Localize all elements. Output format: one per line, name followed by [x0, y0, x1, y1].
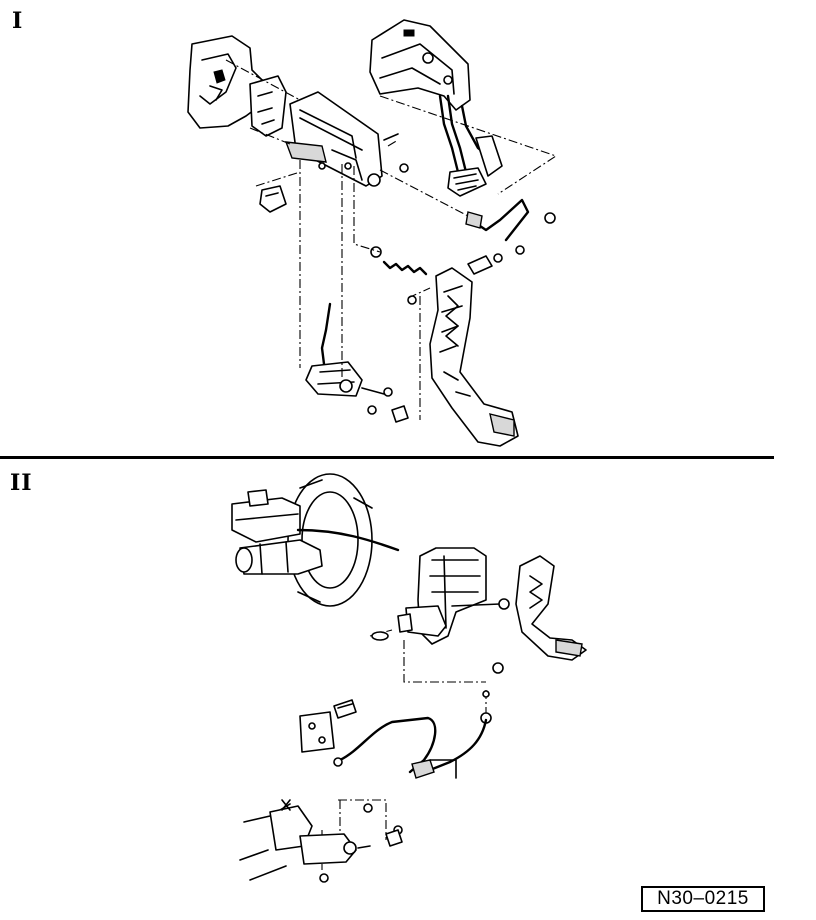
section-label-2: II [10, 470, 33, 496]
small-fasteners-1 [318, 133, 409, 173]
brake-booster [287, 473, 373, 607]
hydraulic-pipe [333, 716, 488, 779]
clutch-master-cylinder-section-2 [397, 598, 510, 637]
small-fasteners-2 [371, 631, 504, 724]
master-cylinder-section-1 [305, 302, 409, 423]
brake-master-cylinder [235, 539, 323, 575]
clip-part [259, 185, 287, 213]
brake-fluid-reservoir [231, 489, 301, 543]
bulkhead-bracket [249, 75, 287, 137]
pedal-cluster-housing [284, 91, 383, 187]
figure-code: N30–0215 [657, 888, 749, 909]
dashed-assembly-lines-2 [321, 629, 487, 870]
clutch-pedal-upper-arm [460, 104, 503, 177]
bulkhead-panel [187, 35, 263, 129]
section-label-1: I [12, 8, 24, 34]
slave-cylinder-assembly [239, 799, 403, 883]
figure-code-box: N30–0215 [641, 886, 765, 912]
clutch-pedal-arm [429, 267, 519, 447]
mounting-bracket [299, 699, 357, 753]
upper-pedal-bracket [369, 19, 471, 111]
fluid-hose [296, 528, 400, 552]
section-divider [0, 456, 774, 459]
linkage-rod-assembly [465, 198, 556, 255]
brake-pedal-arm [438, 94, 487, 197]
clutch-pedal-section-2 [515, 555, 587, 661]
return-spring [370, 246, 428, 276]
